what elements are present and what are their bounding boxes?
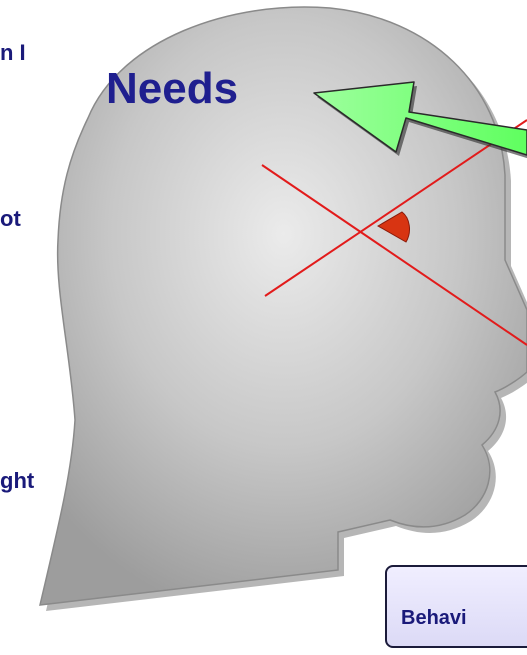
side-text-fragment-1: n I (0, 40, 26, 66)
side-text-fragment-3: ght (0, 468, 34, 494)
side-text-fragment-2: ot (0, 206, 21, 232)
needs-label: Needs (106, 64, 238, 114)
behavior-box: Behavi (385, 565, 527, 648)
behavior-label: Behavi (401, 607, 467, 630)
